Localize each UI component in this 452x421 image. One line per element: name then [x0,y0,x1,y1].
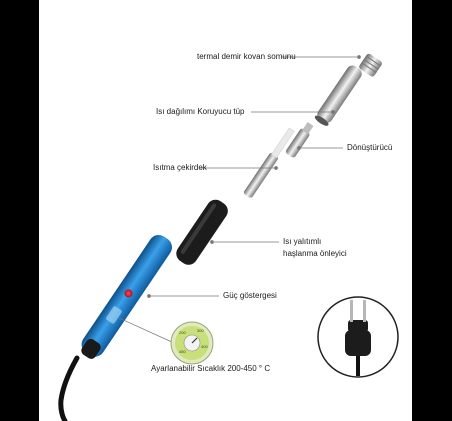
eu-power-plug-icon [317,296,399,378]
label-converter: Dönüştürücü [347,143,393,152]
svg-text:300: 300 [197,328,204,333]
label-protective-tube: Isı dağılımı Koruyucu tüp [156,107,245,116]
svg-text:450: 450 [179,349,186,354]
label-insulation-line1: Isı yalıtımlı [283,237,322,246]
svg-text:200: 200 [179,330,186,335]
label-power-indicator: Güç göstergesi [223,291,277,300]
label-insulation-line2: haşlanma önleyici [283,249,347,258]
svg-text:400: 400 [201,344,208,349]
temperature-dial-icon: 200 300 400 450 [170,321,214,365]
label-adjustable-temperature: Ayarlanabilir Sıcaklık 200-450 ° C [151,364,271,373]
product-panel: 200 300 400 450 termal demir kovan somun… [39,0,412,421]
label-heating-core: Isıtma çekirdek [153,163,207,172]
soldering-iron-illustration: 200 300 400 450 [58,53,399,421]
label-nut: termal demir kovan somunu [197,52,296,61]
